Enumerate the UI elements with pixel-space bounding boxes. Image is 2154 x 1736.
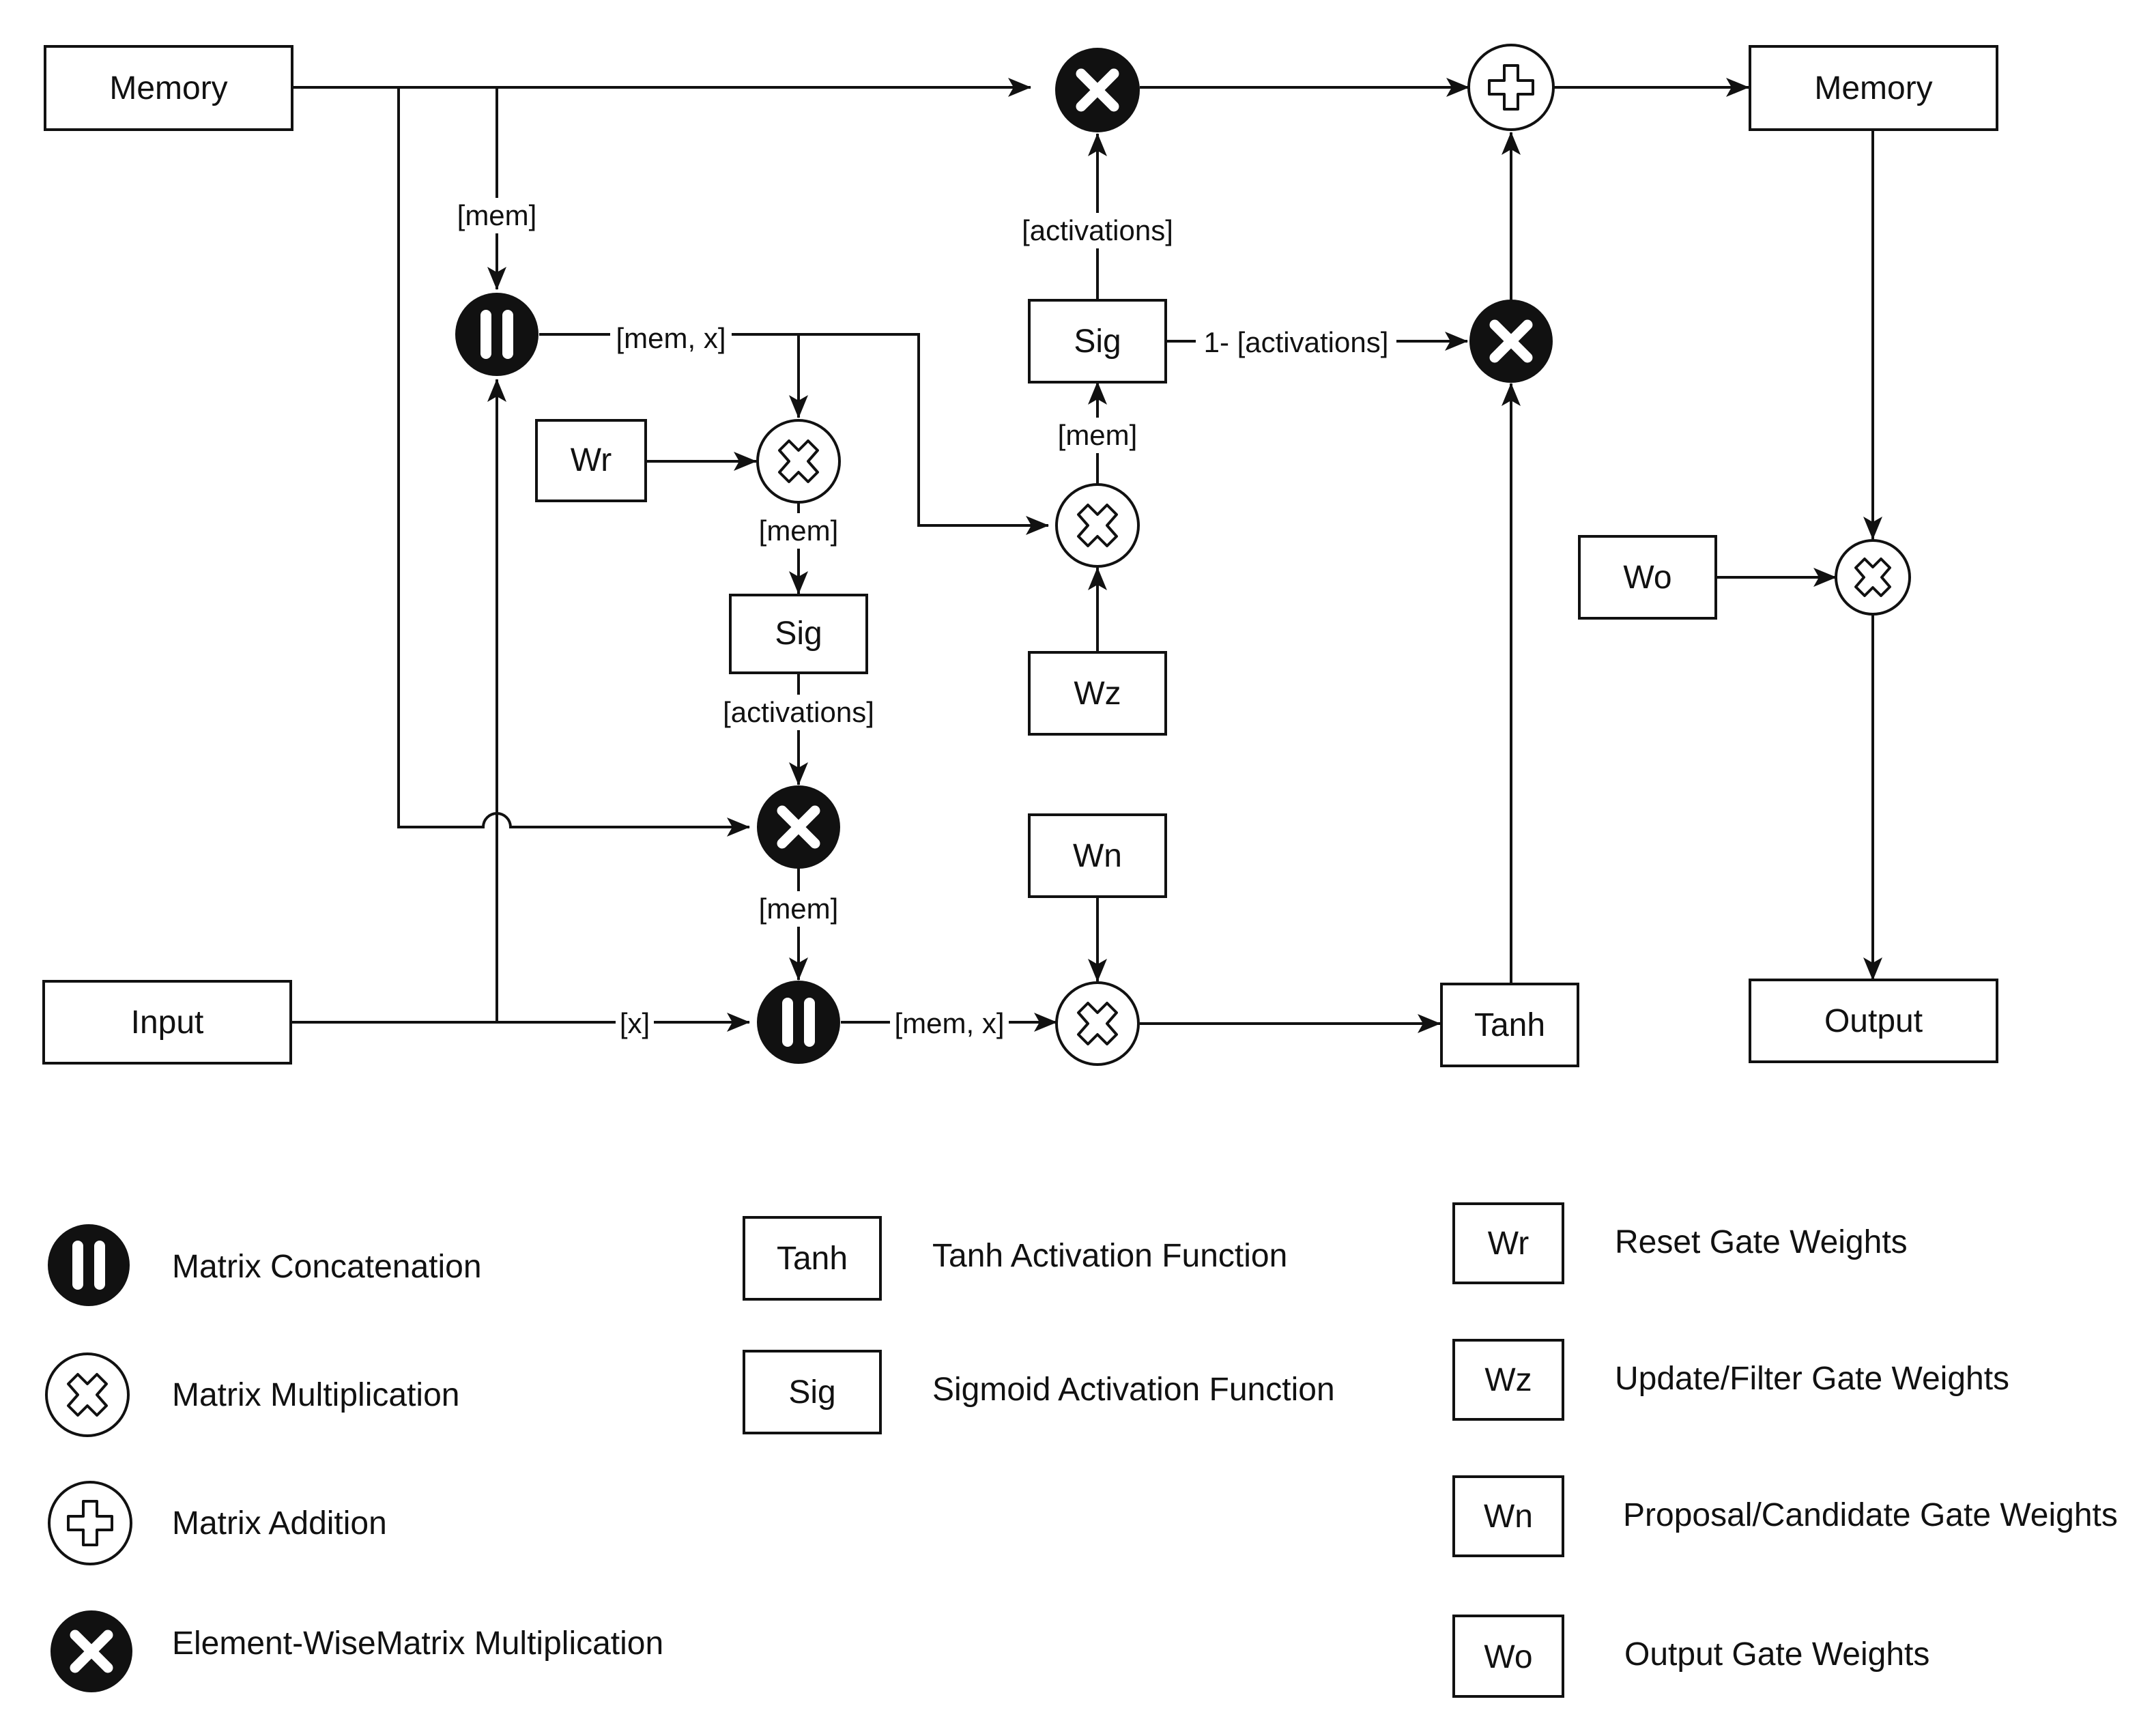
node-tanh: Tanh xyxy=(1440,983,1579,1067)
node-output: Output xyxy=(1749,979,1998,1063)
node-wr-label: Wr xyxy=(571,442,612,478)
edge-label-mem-to-concat: [mem] xyxy=(457,199,537,231)
node-sig-reset-label: Sig xyxy=(775,616,822,652)
node-wo-label: Wo xyxy=(1623,560,1671,596)
edge-label-update-mult-out: [mem] xyxy=(1058,419,1138,451)
edge-label-reset-elementwise-out: [mem] xyxy=(759,893,839,925)
update-mult-icon xyxy=(1055,483,1140,568)
legend-wr-label: Reset Gate Weights xyxy=(1615,1224,1908,1260)
top-elementwise-icon xyxy=(1055,48,1140,132)
legend-elementwise-icon xyxy=(51,1610,132,1692)
edge-label-x: [x] xyxy=(620,1007,650,1039)
concat-2-icon xyxy=(757,981,840,1064)
legend-concat-icon xyxy=(48,1224,130,1306)
node-memory-in-label: Memory xyxy=(109,70,227,106)
legend-mult-label: Matrix Multiplication xyxy=(172,1377,459,1413)
legend-add-icon xyxy=(48,1481,132,1565)
node-sig-update-label: Sig xyxy=(1074,323,1121,360)
output-mult-icon xyxy=(1835,539,1911,616)
legend-wr-box: Wr xyxy=(1488,1226,1529,1262)
node-memory-out-label: Memory xyxy=(1814,70,1932,106)
legend-wz-label: Update/Filter Gate Weights xyxy=(1615,1361,2009,1397)
node-sig-update: Sig xyxy=(1028,299,1167,384)
node-wn-label: Wn xyxy=(1073,838,1122,874)
node-memory-in: Memory xyxy=(44,45,293,131)
edge-label-reset-mult-out: [mem] xyxy=(759,515,839,547)
reset-elementwise-icon xyxy=(757,785,840,869)
legend-wo-label: Output Gate Weights xyxy=(1624,1636,1929,1673)
candidate-mult-icon xyxy=(1055,981,1140,1066)
legend: Matrix Concatenation Matrix Multiplicati… xyxy=(45,1202,2118,1698)
legend-mult-icon xyxy=(45,1352,130,1437)
node-wo: Wo xyxy=(1578,535,1717,620)
legend-sig-label: Sigmoid Activation Function xyxy=(932,1372,1335,1408)
reset-mult-icon xyxy=(756,419,841,504)
edge-label-concat-out: [mem, x] xyxy=(616,322,726,354)
legend-sig-box: Sig xyxy=(788,1374,835,1410)
legend-tanh-label: Tanh Activation Function xyxy=(932,1238,1287,1274)
legend-tanh-box: Tanh xyxy=(777,1241,848,1277)
legend-wn-box: Wn xyxy=(1484,1499,1533,1535)
edge-labels: [mem] [mem, x] [mem] [activations] [mem]… xyxy=(456,198,1396,1041)
node-input-label: Input xyxy=(131,1004,204,1041)
node-memory-out: Memory xyxy=(1749,45,1998,131)
right-elementwise-icon xyxy=(1469,300,1553,383)
edge-label-concat2-out: [mem, x] xyxy=(894,1007,1004,1039)
concat-1-icon xyxy=(455,293,538,376)
legend-wo-box: Wo xyxy=(1484,1639,1532,1675)
edge-label-update-sig-out: [activations] xyxy=(1022,214,1173,246)
node-output-label: Output xyxy=(1824,1003,1923,1039)
node-wn: Wn xyxy=(1028,813,1167,898)
legend-concat-label: Matrix Concatenation xyxy=(172,1249,482,1285)
node-wz-label: Wz xyxy=(1074,676,1121,712)
legend-elementwise-label: Element-WiseMatrix Multiplication xyxy=(172,1625,663,1662)
node-sig-reset: Sig xyxy=(729,594,868,674)
node-tanh-label: Tanh xyxy=(1474,1007,1545,1043)
node-wz: Wz xyxy=(1028,651,1167,736)
node-input: Input xyxy=(42,980,292,1065)
legend-wz-box: Wz xyxy=(1484,1362,1532,1398)
node-wr: Wr xyxy=(535,419,647,502)
add-icon xyxy=(1467,44,1555,131)
legend-add-label: Matrix Addition xyxy=(172,1505,387,1542)
edge-label-reset-sig-out: [activations] xyxy=(723,696,874,728)
edge-label-one-minus: 1- [activations] xyxy=(1204,326,1389,358)
legend-wn-label: Proposal/Candidate Gate Weights xyxy=(1623,1497,2118,1533)
